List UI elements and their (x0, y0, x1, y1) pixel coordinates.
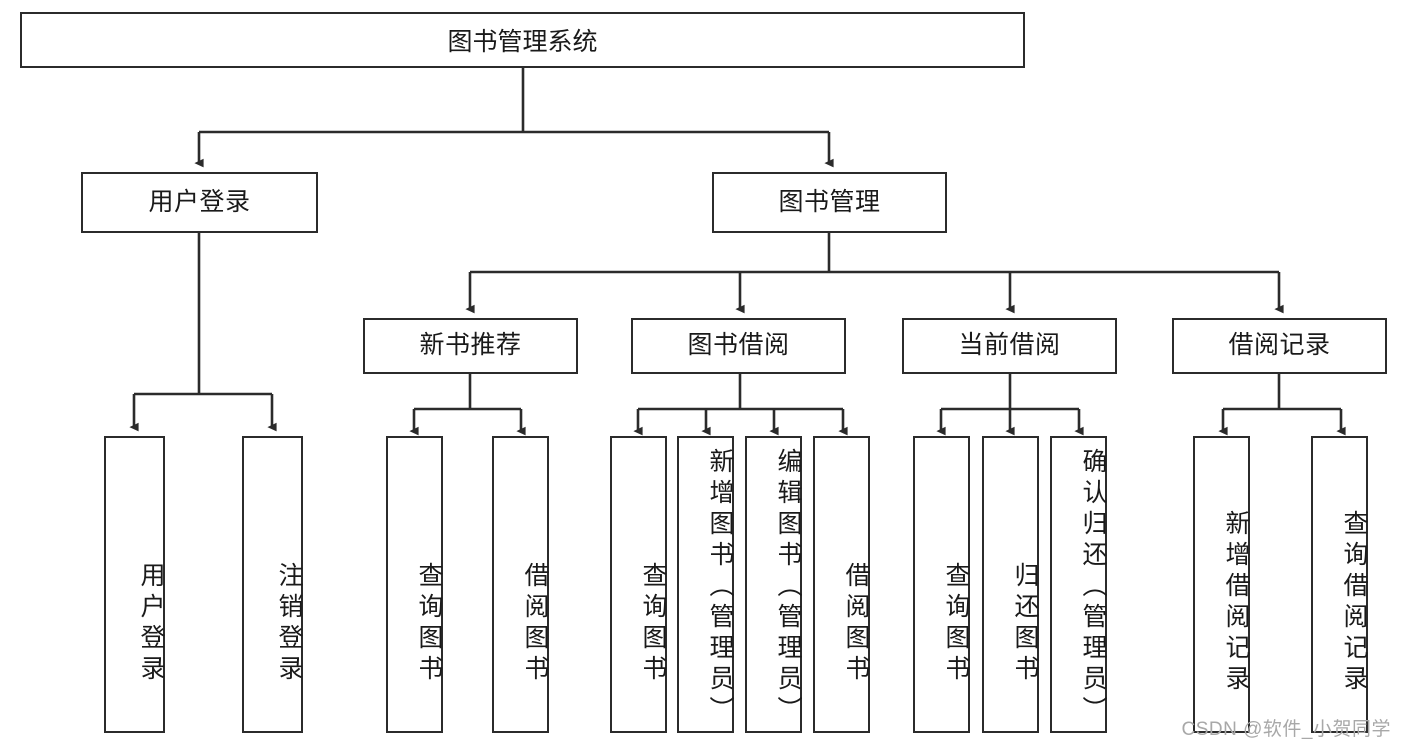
node-leaf-user-logout[interactable]: 注销登录 (242, 436, 303, 733)
node-label: 借阅图书 (521, 561, 549, 686)
node-label: 新增图书（管理员） (706, 448, 734, 727)
node-label: 注销登录 (275, 561, 303, 686)
node-label: 图书管理 (778, 187, 881, 216)
node-label: 查询借阅记录 (1340, 509, 1368, 696)
node-label: 借阅图书 (842, 561, 870, 686)
node-book-management[interactable]: 图书管理 (712, 172, 947, 233)
node-new-book-recommend[interactable]: 新书推荐 (363, 318, 578, 374)
node-label: 编辑图书（管理员） (774, 448, 802, 727)
node-borrow-record[interactable]: 借阅记录 (1172, 318, 1387, 374)
node-user-login[interactable]: 用户登录 (81, 172, 318, 233)
node-leaf-user-login[interactable]: 用户登录 (104, 436, 165, 733)
node-leaf-confirm-return[interactable]: 确认归还（管理员） (1050, 436, 1107, 733)
node-label: 查询图书 (639, 561, 667, 686)
node-label: 借阅记录 (1228, 331, 1331, 360)
node-label: 归还图书 (1011, 561, 1039, 686)
node-leaf-borrow-book-2[interactable]: 借阅图书 (813, 436, 870, 733)
node-label: 新书推荐 (419, 331, 522, 360)
node-current-borrow[interactable]: 当前借阅 (902, 318, 1117, 374)
node-label: 用户登录 (137, 561, 165, 686)
node-label: 图书管理系统 (447, 28, 598, 56)
node-leaf-return-book[interactable]: 归还图书 (982, 436, 1039, 733)
node-book-borrow[interactable]: 图书借阅 (631, 318, 846, 374)
node-leaf-query-book-3[interactable]: 查询图书 (913, 436, 970, 733)
node-root-system[interactable]: 图书管理系统 (20, 12, 1025, 68)
node-label: 新增借阅记录 (1222, 509, 1250, 696)
node-label: 用户登录 (148, 187, 251, 216)
node-label: 查询图书 (942, 561, 970, 686)
node-label: 确认归还（管理员） (1079, 448, 1107, 727)
node-leaf-query-book-2[interactable]: 查询图书 (610, 436, 667, 733)
watermark-text: CSDN @软件_小贺同学 (1181, 719, 1391, 740)
node-leaf-query-book-1[interactable]: 查询图书 (386, 436, 443, 733)
node-leaf-edit-book[interactable]: 编辑图书（管理员） (745, 436, 802, 733)
node-leaf-add-book[interactable]: 新增图书（管理员） (677, 436, 734, 733)
node-leaf-add-record[interactable]: 新增借阅记录 (1193, 436, 1250, 733)
node-label: 当前借阅 (958, 331, 1061, 360)
node-leaf-query-record[interactable]: 查询借阅记录 (1311, 436, 1368, 733)
node-label: 查询图书 (415, 561, 443, 686)
node-leaf-borrow-book-1[interactable]: 借阅图书 (492, 436, 549, 733)
node-label: 图书借阅 (687, 331, 790, 360)
